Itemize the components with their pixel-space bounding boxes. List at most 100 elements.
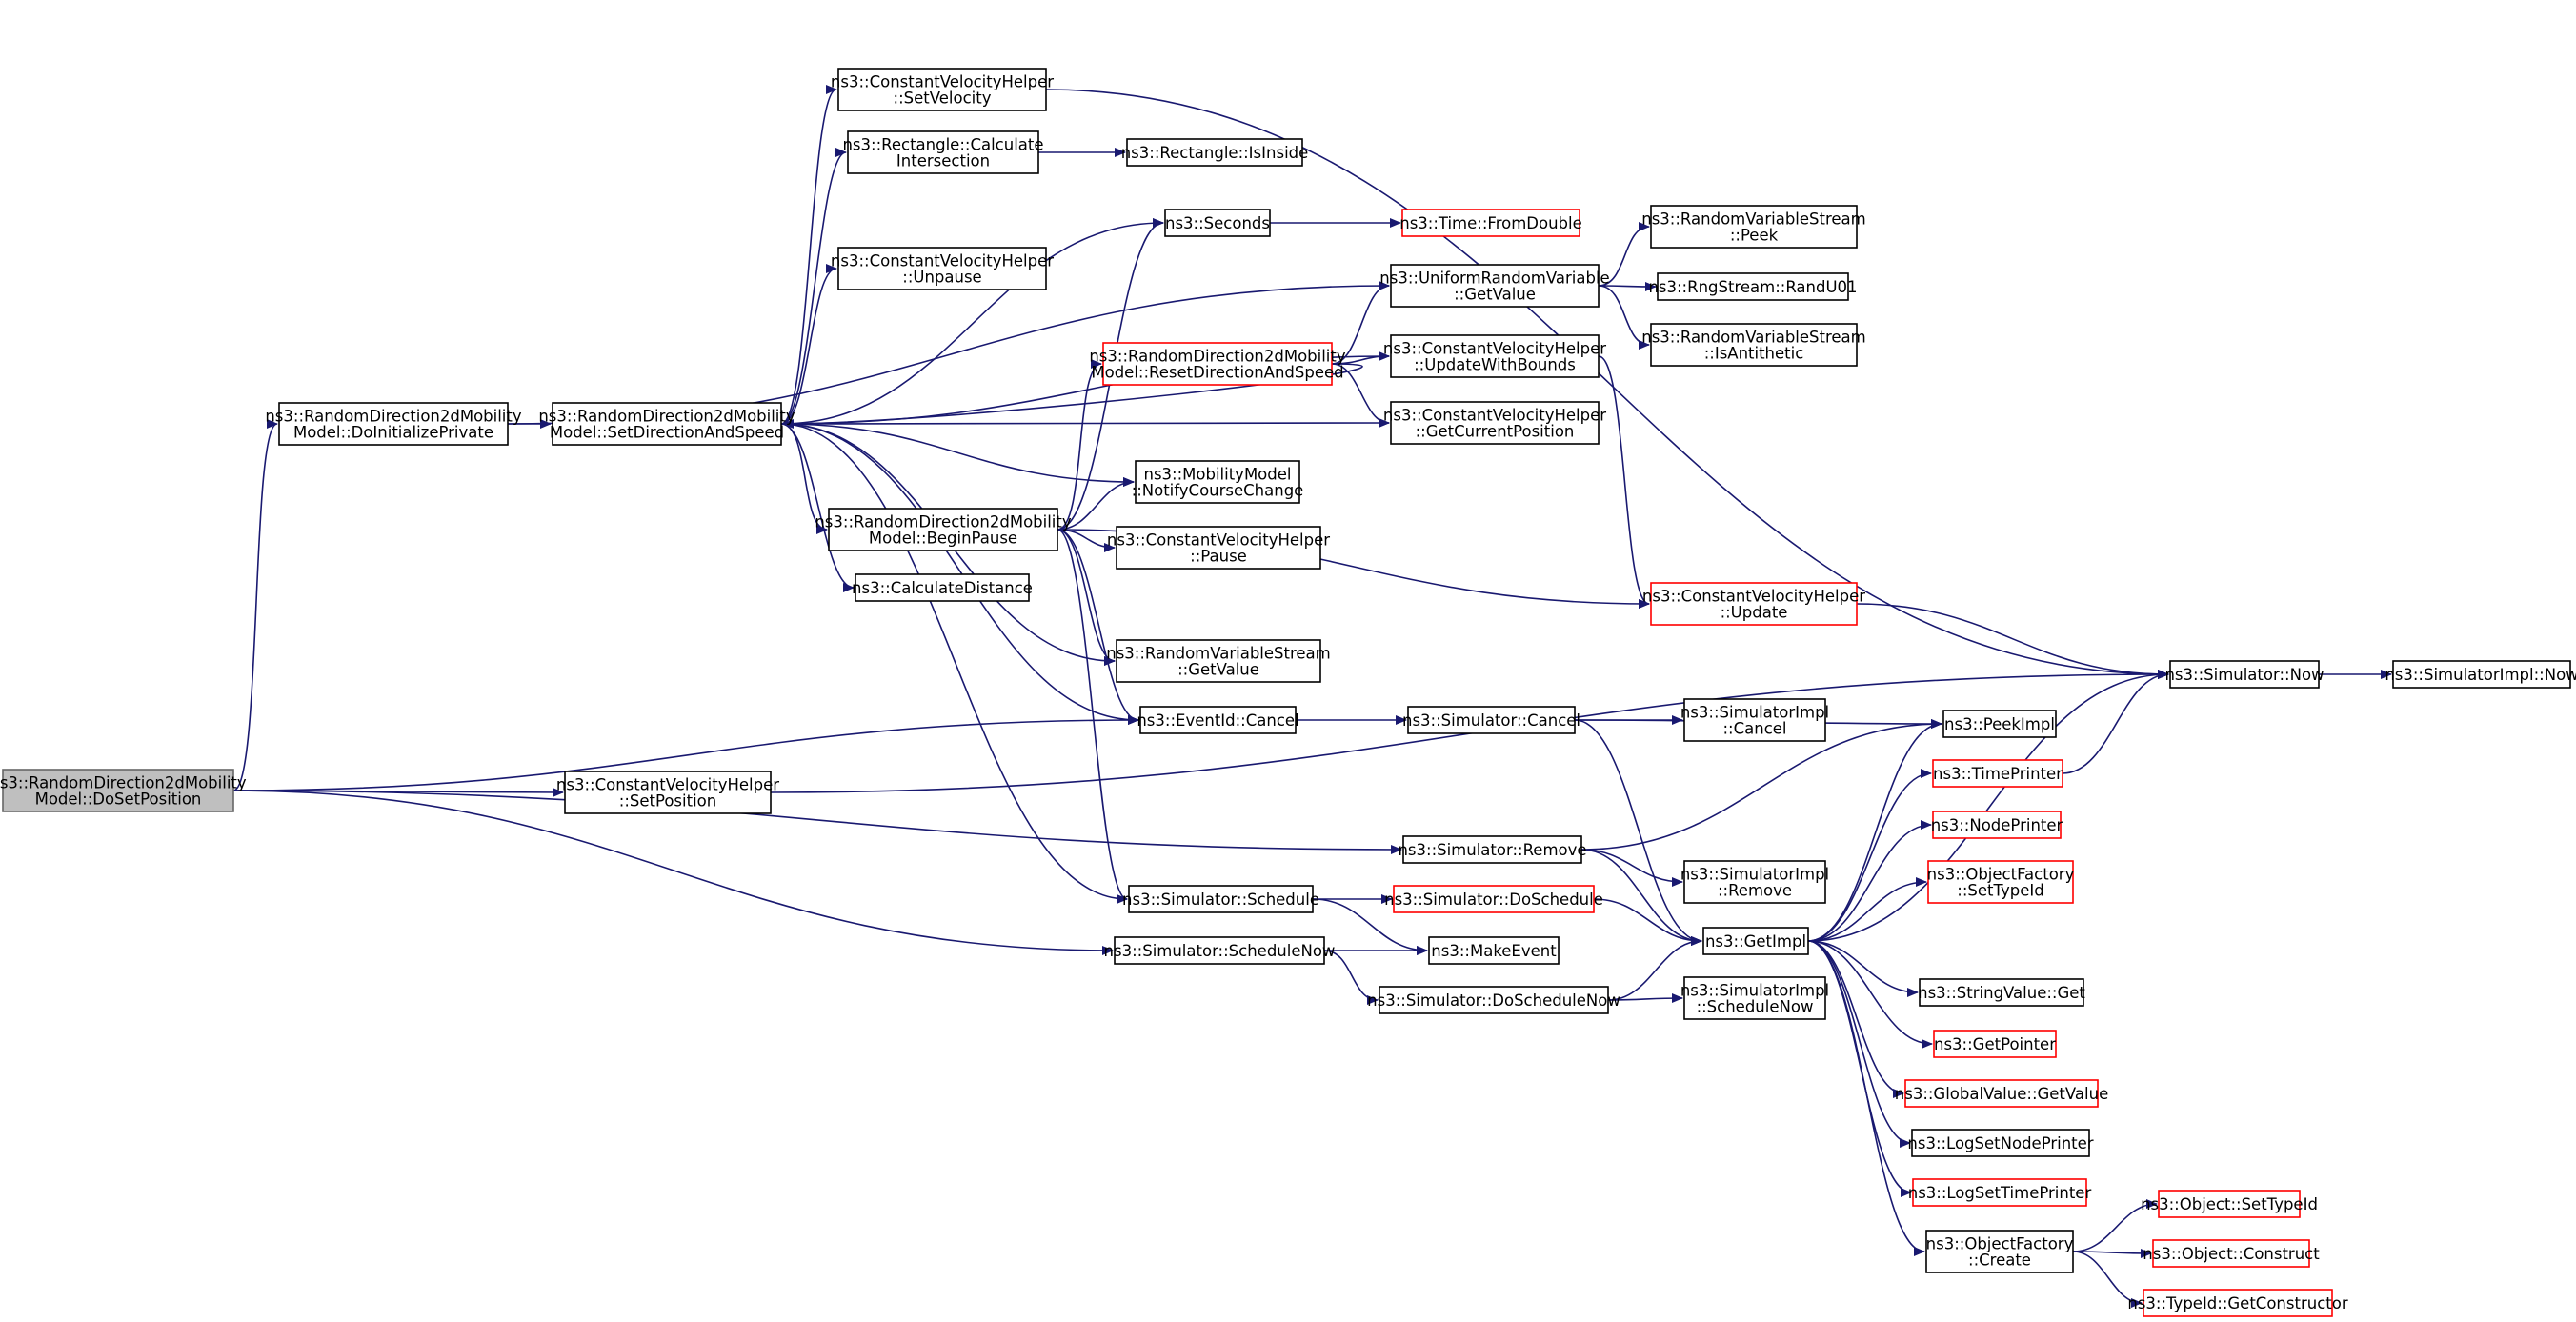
node-isanti[interactable]: ns3::RandomVariableStream::IsAntithetic (1641, 323, 1866, 367)
node-makeevent[interactable]: ns3::MakeEvent (1428, 936, 1560, 965)
node-box (1116, 639, 1321, 683)
edge-setvel-to-simnow (1045, 89, 2169, 679)
node-seconds[interactable]: ns3::Seconds (1164, 209, 1271, 237)
node-setvel[interactable]: ns3::ConstantVelocityHelper::SetVelocity (831, 68, 1054, 111)
edge-getimpl-to-lognodeprinter (1807, 940, 1911, 1148)
node-fromdouble[interactable]: ns3::Time::FromDouble (1399, 209, 1582, 237)
edge-resetdir-to-setdir (782, 363, 1363, 429)
node-label-line: ns3::StringValue::Get (1918, 984, 2085, 1002)
node-setpos[interactable]: ns3::ConstantVelocityHelper::SetPosition (556, 771, 779, 814)
node-label-line: ns3::GetImpl (1705, 932, 1806, 951)
node-simremove[interactable]: ns3::Simulator::Remove (1398, 835, 1587, 864)
node-typegetctor[interactable]: ns3::TypeId::GetConstructor (2127, 1289, 2348, 1317)
edge-getimpl-to-nodeprinter (1807, 820, 1932, 942)
node-rvsget[interactable]: ns3::RandomVariableStream::GetValue (1106, 639, 1331, 683)
node-getpointer[interactable]: ns3::GetPointer (1933, 1030, 2057, 1058)
node-root[interactable]: ns3::RandomDirection2dMobilityModel::DoS… (0, 769, 247, 812)
node-simimplnow[interactable]: ns3::SimulatorImpl::Now (2385, 660, 2576, 689)
node-box (847, 130, 1039, 174)
node-label-line: ::Cancel (1722, 720, 1786, 738)
edge-getimpl-to-simnow (1807, 670, 2169, 942)
node-box (1102, 342, 1333, 386)
node-box (1911, 1129, 2090, 1157)
node-getcur[interactable]: ns3::ConstantVelocityHelper::GetCurrentP… (1383, 401, 1606, 445)
node-box (1932, 759, 2063, 788)
node-label-line: ns3::MakeEvent (1431, 942, 1557, 960)
node-beginpause[interactable]: ns3::RandomDirection2dMobilityModel::Beg… (815, 508, 1072, 551)
node-evcancel[interactable]: ns3::EventId::Cancel (1137, 706, 1299, 734)
node-notify[interactable]: ns3::MobilityModel::NotifyCourseChange (1132, 460, 1304, 504)
node-rectinside[interactable]: ns3::Rectangle::IsInside (1121, 138, 1309, 167)
node-label-line: ::GetCurrentPosition (1416, 423, 1575, 441)
edge-schednow-to-doschednow (1323, 950, 1379, 1005)
edge-root-to-schednow (232, 790, 1114, 955)
node-urvget[interactable]: ns3::UniformRandomVariable::GetValue (1379, 264, 1610, 308)
node-pause[interactable]: ns3::ConstantVelocityHelper::Pause (1107, 526, 1330, 570)
node-timeprinter[interactable]: ns3::TimePrinter (1932, 759, 2063, 788)
edge-cvhupdate-to-simnow (1856, 603, 2169, 679)
node-peekimpl[interactable]: ns3::PeekImpl (1942, 710, 2057, 738)
node-box (837, 68, 1047, 111)
node-label-line: ::NotifyCourseChange (1132, 482, 1304, 500)
node-simimplschednow[interactable]: ns3::SimulatorImpl::ScheduleNow (1680, 976, 1829, 1020)
node-ofsettype[interactable]: ns3::ObjectFactory::SetTypeId (1927, 860, 2075, 904)
node-objsettype[interactable]: ns3::Object::SetTypeId (2141, 1190, 2318, 1218)
node-gvget[interactable]: ns3::GlobalValue::GetValue (1895, 1079, 2108, 1108)
node-box (1904, 1079, 2099, 1108)
node-simcancel[interactable]: ns3::Simulator::Cancel (1402, 706, 1580, 734)
node-unpause[interactable]: ns3::ConstantVelocityHelper::Unpause (831, 247, 1054, 290)
node-layer: ns3::RandomDirection2dMobilityModel::DoS… (0, 68, 2576, 1317)
node-randu01[interactable]: ns3::RngStream::RandU01 (1648, 272, 1858, 301)
node-simimplremove[interactable]: ns3::SimulatorImpl::Remove (1680, 860, 1829, 904)
node-label-line: ns3::LogSetTimePrinter (1908, 1184, 2092, 1202)
node-label-line: ns3::RngStream::RandU01 (1648, 278, 1857, 296)
node-getimpl[interactable]: ns3::GetImpl (1702, 927, 1809, 955)
node-schednow[interactable]: ns3::Simulator::ScheduleNow (1104, 936, 1336, 965)
node-updbounds[interactable]: ns3::ConstantVelocityHelper::UpdateWithB… (1383, 334, 1606, 378)
node-lognodeprinter[interactable]: ns3::LogSetNodePrinter (1907, 1129, 2094, 1157)
node-dosched[interactable]: ns3::Simulator::DoSchedule (1384, 885, 1603, 913)
node-doschednow[interactable]: ns3::Simulator::DoScheduleNow (1367, 986, 1620, 1014)
node-cvhupdate[interactable]: ns3::ConstantVelocityHelper::Update (1642, 582, 1865, 626)
edge-urvget-to-rvspeek (1598, 222, 1650, 287)
edge-timeprinter-to-simnow (2062, 670, 2169, 774)
node-calcdist[interactable]: ns3::CalculateDistance (852, 573, 1033, 602)
node-simschedule[interactable]: ns3::Simulator::Schedule (1122, 885, 1319, 913)
edge-beginpause-to-resetdir (1057, 359, 1102, 531)
node-label-line: ::Create (1968, 1252, 2031, 1270)
node-box (2143, 1289, 2333, 1317)
node-box (2169, 660, 2320, 689)
node-simnow[interactable]: ns3::Simulator::Now (2164, 660, 2324, 689)
node-box (1942, 710, 2057, 738)
edge-setdir-to-unpause (780, 264, 837, 425)
edge-root-to-simremove (232, 790, 1402, 854)
edge-root-to-evcancel (232, 715, 1139, 791)
node-label-line: ns3::RandomDirection2dMobility (538, 408, 795, 426)
node-label-line: ns3::RandomDirection2dMobility (0, 774, 247, 792)
node-nodeprinter[interactable]: ns3::NodePrinter (1931, 811, 2063, 839)
node-label-line: ns3::ObjectFactory (1927, 866, 2075, 884)
node-box (1139, 706, 1297, 734)
node-logtimeprinter[interactable]: ns3::LogSetTimePrinter (1908, 1178, 2092, 1207)
node-box (1407, 706, 1576, 734)
node-label-line: ns3::Time::FromDouble (1399, 214, 1582, 232)
node-strvalget[interactable]: ns3::StringValue::Get (1918, 978, 2085, 1007)
node-label-line: ::ScheduleNow (1697, 998, 1814, 1016)
node-resetdir[interactable]: ns3::RandomDirection2dMobilityModel::Res… (1089, 342, 1346, 386)
node-setdir[interactable]: ns3::RandomDirection2dMobilityModel::Set… (538, 402, 795, 446)
node-box (855, 573, 1030, 602)
node-box (1932, 811, 2062, 839)
node-doinit[interactable]: ns3::RandomDirection2dMobilityModel::DoI… (265, 402, 522, 446)
node-box (1116, 526, 1321, 570)
node-label-line: ::Unpause (902, 269, 981, 287)
node-label-line: Model::BeginPause (869, 530, 1017, 548)
node-box (1702, 927, 1809, 955)
node-simimplcancel[interactable]: ns3::SimulatorImpl::Cancel (1680, 698, 1829, 742)
node-box (1683, 976, 1826, 1020)
node-objconstruct[interactable]: ns3::Object::Construct (2143, 1239, 2320, 1268)
edge-urvget-to-isanti (1598, 285, 1650, 350)
node-rvspeek[interactable]: ns3::RandomVariableStream::Peek (1641, 205, 1866, 249)
edge-getimpl-to-ofcreate (1807, 940, 1925, 1256)
node-ofcreate[interactable]: ns3::ObjectFactory::Create (1925, 1230, 2074, 1273)
